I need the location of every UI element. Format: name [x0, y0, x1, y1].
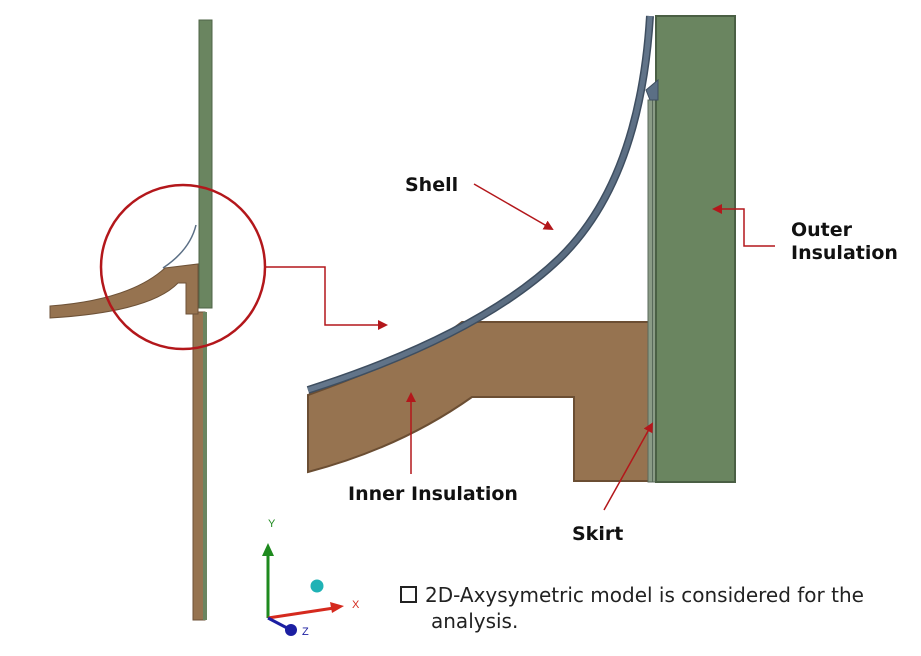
shell-arrow: [473, 183, 554, 230]
outer-insulation-arrow: [712, 204, 775, 247]
y-axis-arrowhead: [262, 543, 274, 556]
shell-label: Shell: [405, 174, 459, 196]
shell-detail-highlight: [307, 15, 653, 393]
outer-insulation-label-line1: Outer: [791, 219, 853, 241]
full-model-view: [49, 19, 388, 621]
z-axis-sphere: [285, 624, 297, 636]
x-axis-arrowhead: [330, 602, 344, 613]
shell-joint: [645, 78, 659, 101]
note-line2: analysis.: [431, 609, 519, 633]
x-axis-label: X: [352, 599, 360, 611]
inner-insulation-detail: [307, 321, 653, 482]
outer-insulation-label: Outer Insulation: [791, 219, 898, 265]
origin-sphere: [310, 579, 324, 593]
note-line1: 2D-Axysymetric model is considered for t…: [425, 583, 864, 607]
checkbox-bullet-icon: [400, 586, 417, 603]
outer-insulation-full: [198, 19, 213, 309]
x-axis-line: [267, 606, 335, 620]
inner-insulation-full: [49, 263, 199, 319]
outer-insulation-label-line2: Insulation: [791, 241, 898, 264]
coordinate-triad: [262, 543, 344, 636]
y-axis-label: Y: [268, 518, 276, 530]
z-axis-label: Z: [302, 626, 309, 638]
skirt-label: Skirt: [572, 523, 624, 545]
inner-insulation-label: Inner Insulation: [348, 483, 518, 505]
zoom-callout-arrow: [265, 266, 388, 330]
detail-view: [306, 15, 736, 483]
skirt-strip-full: [203, 312, 207, 620]
outer-insulation-detail: [655, 15, 736, 483]
skirt-arrow: [603, 422, 653, 511]
model-note: 2D-Axysymetric model is considered for t…: [400, 582, 900, 634]
z-axis-line: [267, 616, 290, 631]
shell-full: [162, 224, 197, 269]
